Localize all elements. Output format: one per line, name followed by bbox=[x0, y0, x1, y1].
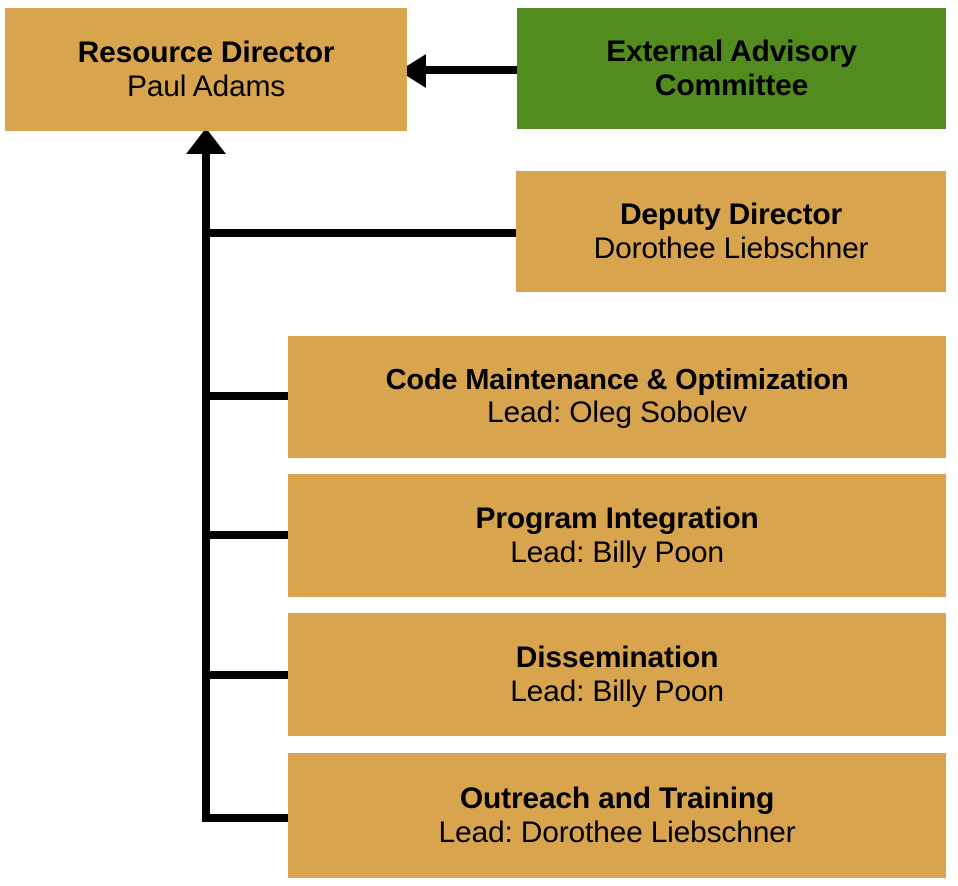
vertical-trunk-connector bbox=[202, 140, 210, 822]
node-subtitle: Lead: Oleg Sobolev bbox=[487, 396, 747, 430]
node-title: Program Integration bbox=[475, 501, 759, 535]
branch-connector-program-integration bbox=[202, 531, 290, 539]
node-subtitle: Dorothee Liebschner bbox=[593, 231, 869, 265]
node-title: Outreach and Training bbox=[459, 781, 775, 815]
branch-connector-code-maintenance bbox=[202, 392, 290, 400]
node-dissemination[interactable]: Dissemination Lead: Billy Poon bbox=[288, 613, 946, 736]
branch-connector-dissemination bbox=[202, 671, 290, 679]
branch-connector-outreach-training bbox=[202, 814, 290, 822]
node-title-line2: Committee bbox=[654, 68, 809, 102]
node-program-integration[interactable]: Program Integration Lead: Billy Poon bbox=[288, 474, 946, 597]
node-resource-director[interactable]: Resource Director Paul Adams bbox=[5, 8, 407, 131]
node-subtitle: Lead: Billy Poon bbox=[510, 674, 724, 708]
node-outreach-and-training[interactable]: Outreach and Training Lead: Dorothee Lie… bbox=[288, 753, 946, 878]
branch-connector-deputy-director bbox=[202, 229, 518, 237]
node-title: Resource Director bbox=[77, 35, 335, 69]
node-subtitle: Lead: Billy Poon bbox=[510, 535, 724, 569]
arrow-up-icon bbox=[186, 128, 226, 154]
node-subtitle: Lead: Dorothee Liebschner bbox=[438, 815, 796, 849]
node-title: Deputy Director bbox=[619, 197, 843, 231]
node-subtitle: Paul Adams bbox=[126, 69, 286, 103]
node-title: Code Maintenance & Optimization bbox=[385, 363, 849, 396]
node-title: Dissemination bbox=[515, 640, 719, 674]
advisory-connector-line bbox=[424, 66, 519, 74]
node-code-maintenance-optimization[interactable]: Code Maintenance & Optimization Lead: Ol… bbox=[288, 336, 946, 458]
node-deputy-director[interactable]: Deputy Director Dorothee Liebschner bbox=[516, 171, 946, 292]
node-title: External Advisory bbox=[606, 34, 857, 68]
node-external-advisory-committee[interactable]: External Advisory Committee bbox=[517, 8, 946, 129]
